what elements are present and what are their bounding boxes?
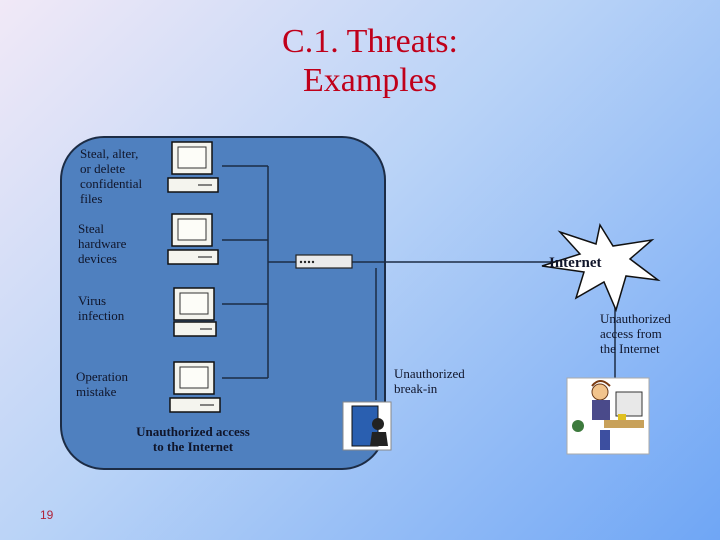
internal-network-panel [60,136,386,470]
intruder-icon [342,401,392,451]
page-number: 19 [40,508,54,522]
break-in-label: Unauthorized break-in [394,366,465,396]
threat-label-2: Steal hardware devices [78,221,127,266]
computer-icon-3 [173,287,217,337]
connection-lines [222,165,616,400]
internal-access-label: Unauthorized access to the Internet [136,424,250,454]
computer-icon-1 [167,141,219,193]
attacker-at-computer-icon [566,377,650,455]
computer-icon-4 [169,361,221,413]
computer-icon-2 [167,213,219,265]
title-line-2: Examples [302,62,438,100]
threat-label-3: Virus infection [78,293,125,323]
internet-starburst-icon [541,223,661,313]
slide-title: C.1. Threats: Examples [220,22,520,100]
network-hub-icon [295,254,353,269]
title-line-1: C.1. Threats: [282,23,458,60]
external-access-label: Unauthorized access from the Internet [600,311,671,356]
threat-label-4: Operation mistake [76,369,128,399]
internet-label: Internet [549,255,602,271]
threat-label-1: Steal, alter, or delete confidential fil… [80,146,143,206]
